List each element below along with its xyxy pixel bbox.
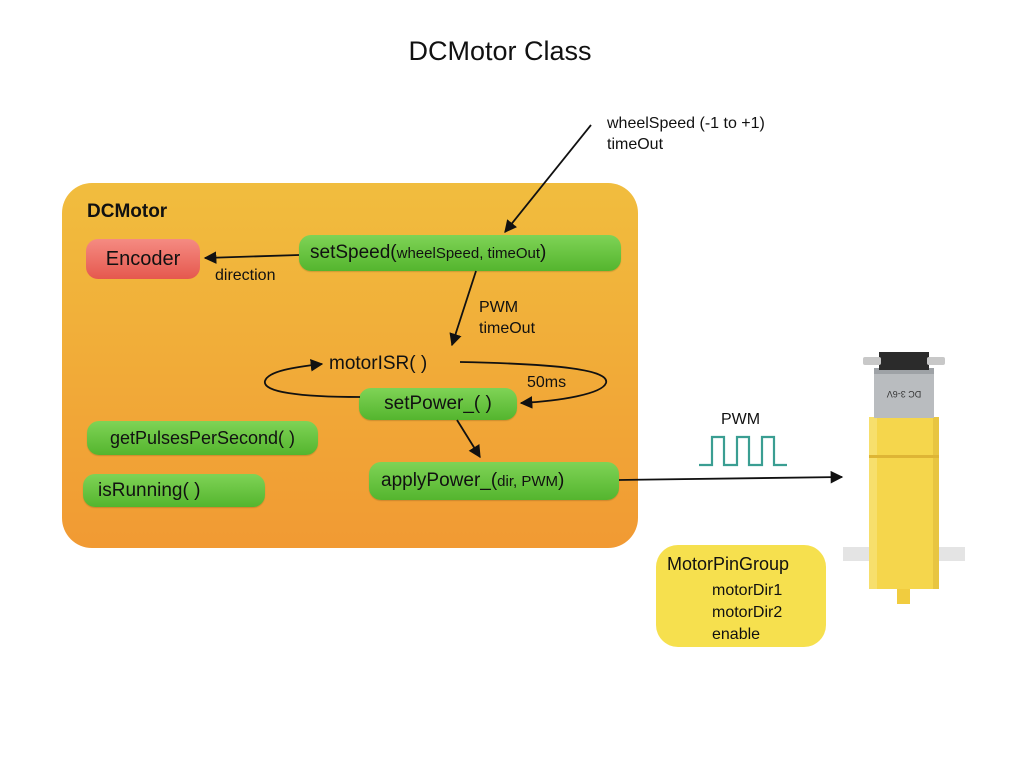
pin-motordir2: motorDir2 — [712, 604, 783, 621]
set-speed-name: setSpeed( — [310, 242, 397, 263]
isr-loop-arrow-left — [264, 358, 361, 398]
pin-enable: enable — [712, 626, 761, 643]
dc-motor-icon: DC 3-6V — [843, 352, 965, 604]
apply-power-args: dir, PWM — [497, 472, 559, 490]
apply-power-name: applyPower_( — [381, 470, 498, 491]
timeout-label: timeOut — [479, 320, 536, 337]
pwm-wave-icon — [699, 435, 787, 467]
motor-decal: DC 3-6V — [887, 389, 922, 399]
pwm-timeout-arrow — [449, 270, 477, 347]
motor-pin-group-title: MotorPinGroup — [667, 554, 790, 574]
isr-loop-arrow-right — [459, 361, 607, 409]
input-timeout-label: timeOut — [607, 136, 664, 153]
diagram-title: DCMotor Class — [408, 36, 592, 66]
set-power-to-apply-power-arrow — [456, 419, 481, 459]
direction-label: direction — [215, 267, 276, 284]
pwm-signal-label: PWM — [721, 411, 761, 428]
motor-isr-label: motorISR( ) — [329, 353, 428, 374]
apply-power-close: ) — [558, 470, 565, 491]
is-running-method: isRunning( ) — [83, 474, 265, 507]
set-speed-method: setSpeed(wheelSpeed, timeOut) — [299, 235, 621, 271]
direction-arrow — [203, 251, 300, 264]
interval-label: 50ms — [527, 374, 567, 391]
motor-pin-group-box — [656, 545, 826, 647]
input-arrow — [504, 124, 592, 233]
encoder-box: Encoder — [86, 239, 200, 279]
pwm-label: PWM — [479, 299, 519, 316]
apply-power-method: applyPower_(dir, PWM ) — [369, 462, 619, 500]
set-speed-args: wheelSpeed, timeOut — [396, 244, 541, 262]
pin-motordir1: motorDir1 — [712, 582, 783, 599]
pwm-output-arrow — [618, 470, 844, 484]
dcmotor-container-label: DCMotor — [87, 201, 168, 222]
set-speed-close: ) — [540, 242, 547, 263]
input-wheelspeed-label: wheelSpeed (-1 to +1) — [607, 115, 765, 132]
set-power-method: setPower_( ) — [359, 388, 517, 420]
get-pulses-per-second-method: getPulsesPerSecond( ) — [87, 421, 318, 455]
